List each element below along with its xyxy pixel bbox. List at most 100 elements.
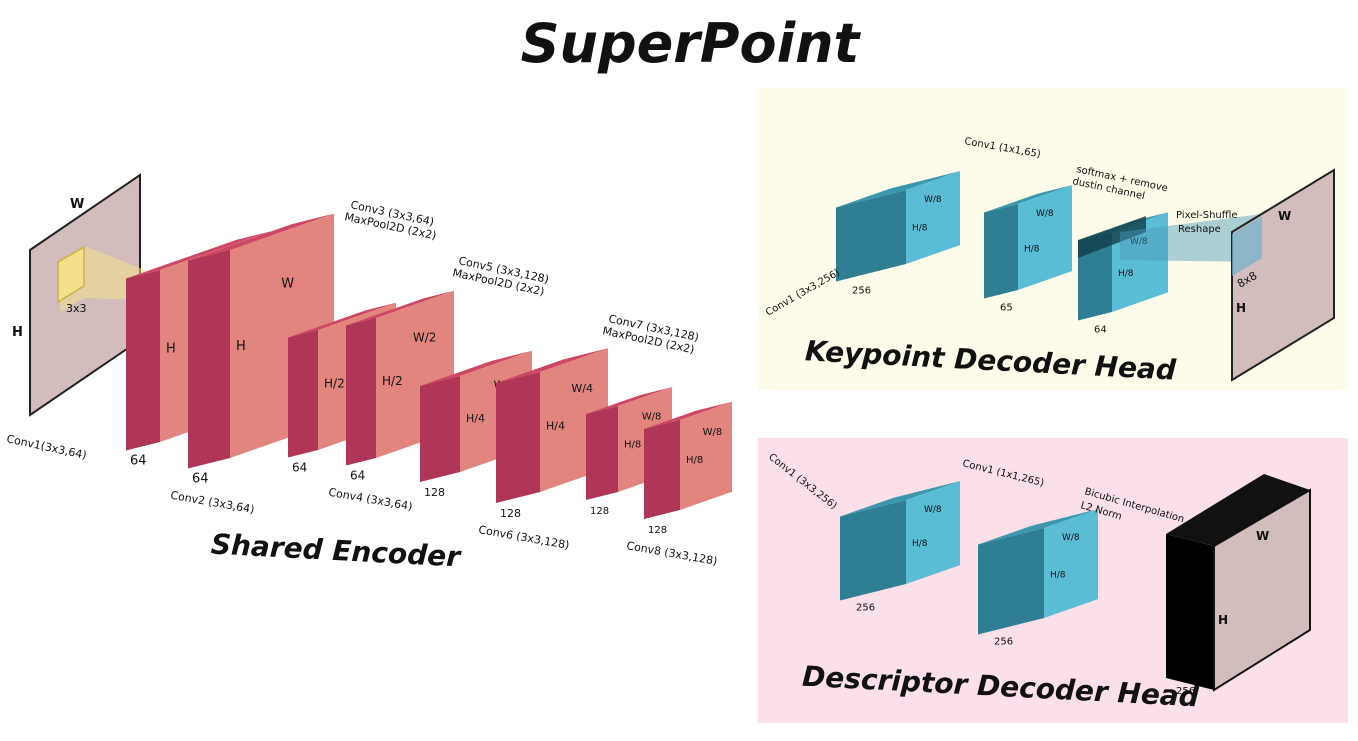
kp-block-1-c: 256 xyxy=(852,286,871,297)
kp-slice-highlight xyxy=(1078,216,1146,258)
desc-output-front xyxy=(1213,488,1311,692)
encoder-block-3-h: H/2 xyxy=(324,377,345,391)
diagram-title: SuperPoint xyxy=(521,12,862,75)
kp-shuffle-beam xyxy=(1120,214,1262,262)
encoder-block-5-side xyxy=(420,376,460,482)
encoder-block-4-conv: Conv4 (3x3,64) xyxy=(327,486,413,514)
encoder-block-2-side xyxy=(188,250,230,469)
encoder-block-1-side xyxy=(126,270,160,451)
encoder-block-2-w: W xyxy=(281,276,294,291)
kp-block-1-top xyxy=(836,171,960,208)
desc-block-1: W/8H/8 256 xyxy=(840,481,960,614)
desc-block-2-side xyxy=(978,528,1044,635)
desc-block-2-w: W/8 xyxy=(1062,533,1080,543)
kp-block-2-c: 65 xyxy=(1000,303,1013,314)
desc-block-1-front xyxy=(906,481,960,584)
kp-block-3-c: 64 xyxy=(1094,325,1107,336)
encoder-block-8-h: H/8 xyxy=(686,455,703,466)
encoder-block-4-side xyxy=(346,318,376,466)
input-w-label: W xyxy=(70,197,84,212)
encoder-block-2-c: 64 xyxy=(192,472,209,487)
desc-block-2-top xyxy=(978,509,1098,545)
encoder-block-6-h: H/4 xyxy=(546,420,565,433)
encoder-block-4-c: 64 xyxy=(350,469,365,483)
encoder-block-5-c: 128 xyxy=(424,486,445,499)
encoder-block-3-side xyxy=(288,330,318,458)
input-kernel-label: 3x3 xyxy=(66,302,87,315)
desc-block-1-w: W/8 xyxy=(924,505,942,515)
kp-output-patch xyxy=(1232,216,1262,276)
encoder-block-7-c: 128 xyxy=(590,506,609,517)
encoder-block-5-top xyxy=(420,350,532,386)
encoder-block-6-w: W/4 xyxy=(571,382,593,395)
kp-block-1: W/8H/8 256 xyxy=(836,171,960,297)
encoder-block-8-front xyxy=(680,401,732,510)
desc-output-side xyxy=(1166,534,1214,690)
desc-block-2-front xyxy=(1044,509,1098,618)
encoder-block-7-top xyxy=(586,387,672,414)
encoder-block-8-conv: Conv8 (3x3,128) xyxy=(625,539,718,568)
desc-block-1-c: 256 xyxy=(856,603,875,614)
kp-block-2-w: W/8 xyxy=(1036,209,1054,219)
encoder-block-1-h: H xyxy=(166,342,176,357)
encoder-block-8-top xyxy=(644,401,732,429)
kp-block-1-front xyxy=(906,171,960,264)
desc-block-1-top xyxy=(840,481,960,517)
kp-output-w: W xyxy=(1278,209,1291,223)
kp-block-2-h: H/8 xyxy=(1024,244,1040,254)
encoder-block-7-w: W/8 xyxy=(642,411,662,422)
kp-shuffle-label: Pixel-Shuffle xyxy=(1176,210,1238,221)
kp-block-2-front xyxy=(1018,185,1072,290)
desc-output-c: 256 xyxy=(1176,686,1195,697)
kp-block-2-top xyxy=(984,185,1072,213)
encoder-block-1-top xyxy=(126,231,270,279)
kp-block-2: W/8H/8 65 xyxy=(984,185,1072,314)
encoder-block-6-top xyxy=(496,348,608,383)
kp-block-3-w: W/8 xyxy=(1130,237,1148,247)
input-h-label: H xyxy=(12,325,23,340)
encoder-block-1-c: 64 xyxy=(130,454,147,469)
encoder-block-2-conv: Conv2 (3x3,64) xyxy=(169,489,255,517)
desc-block-1-h: H/8 xyxy=(912,539,928,549)
kp-block-2-side xyxy=(984,204,1018,299)
desc-output-h: H xyxy=(1218,613,1228,627)
kp-block-3-h: H/8 xyxy=(1118,269,1134,279)
kp-block-1-h: H/8 xyxy=(912,224,928,234)
encoder-block-7-h: H/8 xyxy=(624,439,641,450)
shared-encoder: WH64WH64Conv2 (3x3,64)W/2H/264W/2H/264Co… xyxy=(126,213,732,568)
encoder-block-2-top xyxy=(188,213,334,261)
encoder-block-4-h: H/2 xyxy=(382,374,403,388)
encoder-block-3-top xyxy=(288,302,396,338)
desc-block-1-side xyxy=(840,500,906,601)
encoder-block-5-h: H/4 xyxy=(466,412,485,425)
desc-output-top xyxy=(1166,474,1310,546)
encoder-block-8-c: 128 xyxy=(648,525,667,536)
descriptor-decoder-head: W/8H/8 256 W/8H/8 256 W H 256 xyxy=(840,474,1311,697)
encoder-section-label: Shared Encoder xyxy=(210,528,463,574)
encoder-block-8-side xyxy=(644,420,680,519)
desc-output-tensor: W H 256 xyxy=(1166,474,1311,697)
encoder-block-6-conv: Conv6 (3x3,128) xyxy=(477,523,570,552)
kp-block-1-w: W/8 xyxy=(924,195,942,205)
encoder-block-8-w: W/8 xyxy=(703,427,723,438)
kp-output-h: H xyxy=(1236,301,1246,315)
encoder-block-3-c: 64 xyxy=(292,461,307,475)
encoder-block-4-w: W/2 xyxy=(413,331,437,345)
input-conv-label: Conv1(3x3,64) xyxy=(5,432,87,462)
encoder-block-7-side xyxy=(586,406,618,500)
kp-reshape-label: Reshape xyxy=(1178,224,1221,235)
kp-block-1-side xyxy=(836,190,906,282)
encoder-block-2-h: H xyxy=(236,339,246,354)
desc-block-2-h: H/8 xyxy=(1050,571,1066,581)
input-image: W H 3x3 Conv1(3x3,64) xyxy=(5,173,145,462)
input-kernel xyxy=(57,245,85,304)
desc-block-2-c: 256 xyxy=(994,637,1013,648)
desc-output-w: W xyxy=(1256,529,1269,543)
encoder-block-6-c: 128 xyxy=(500,507,521,520)
encoder-block-4-top xyxy=(346,290,454,326)
desc-block-2: W/8H/8 256 xyxy=(978,509,1098,648)
